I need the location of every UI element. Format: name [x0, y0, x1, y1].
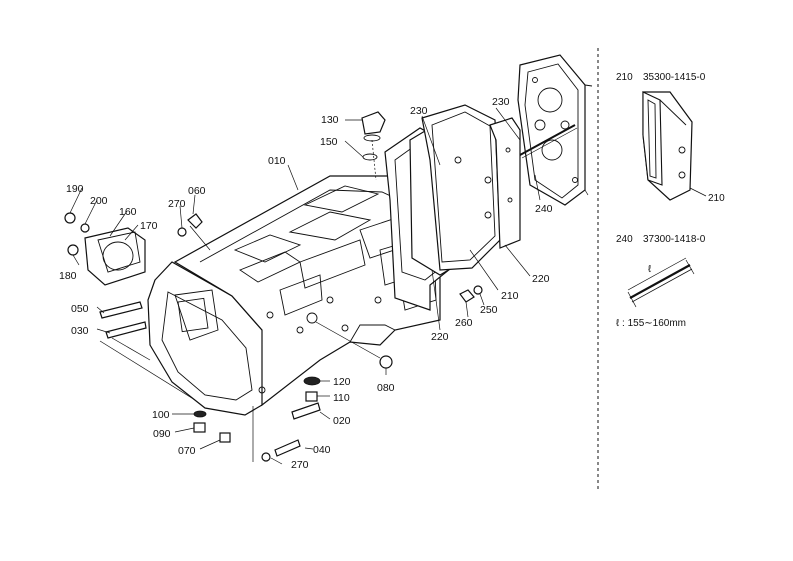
ref-240-label: 240: [616, 234, 633, 245]
nut-260: [459, 289, 475, 303]
rod-length-note: ℓ : 155∼160mm: [616, 318, 686, 329]
callout-110: 110: [333, 392, 350, 404]
callout-210-main: 210: [501, 290, 519, 302]
callout-230-right: 230: [492, 96, 510, 108]
callout-080: 080: [377, 382, 395, 394]
rod-240-illustration: ℓ: [627, 257, 695, 308]
callout-050: 050: [71, 303, 89, 315]
washer-250: [473, 285, 483, 295]
pto-cover: [84, 227, 146, 286]
callout-220-right: 220: [532, 273, 550, 285]
callout-200: 200: [90, 195, 108, 207]
callout-010: 010: [268, 155, 286, 167]
washer-100: [193, 410, 207, 418]
seal-120: [303, 376, 321, 386]
dowel-030: [105, 321, 147, 339]
callout-190: 190: [66, 183, 84, 195]
gasket-plates: [384, 104, 521, 311]
callout-160: 160: [119, 206, 137, 218]
callout-040: 040: [313, 444, 331, 456]
callout-230-left: 230: [410, 105, 428, 117]
pin-020: [291, 402, 321, 420]
bolt-040: [274, 439, 301, 457]
callout-060: 060: [188, 185, 206, 197]
ref-210-callout: 210: [708, 193, 725, 204]
ref-210-part-number: 35300-1415-0: [643, 72, 706, 83]
plug-070: [219, 432, 231, 443]
plug-090: [193, 422, 206, 433]
callout-090: 090: [153, 428, 171, 440]
plug-110: [305, 391, 318, 402]
plug-080: [379, 355, 393, 369]
callout-250: 250: [480, 304, 498, 316]
callout-170: 170: [140, 220, 158, 232]
transmission-case: [147, 175, 441, 416]
callout-150: 150: [320, 136, 338, 148]
callout-130: 130: [321, 114, 339, 126]
washer-270-top: [177, 227, 187, 237]
callout-100: 100: [152, 409, 170, 421]
callout-240: 240: [535, 203, 553, 215]
ref-240-part-number: 37300-1418-0: [643, 234, 706, 245]
callout-120: 120: [333, 376, 351, 388]
breather-cap: [361, 111, 386, 142]
callout-180: 180: [59, 270, 77, 282]
ref-210-label: 210: [616, 72, 633, 83]
rear-cover-plate: [517, 54, 593, 206]
callout-020: 020: [333, 415, 351, 427]
bolt-180: [67, 244, 79, 256]
callout-labels: 010 130 150 190 200 160 170 180 060 270 …: [59, 96, 553, 471]
reference-panel: 210 35300-1415-0 210 240 37300-1418-0 ℓ …: [616, 72, 725, 329]
callout-030: 030: [71, 325, 89, 337]
bolt-060: [187, 213, 203, 229]
plate-210-illustration: [642, 91, 707, 201]
washer-200: [80, 223, 90, 233]
callout-270-bottom: 270: [291, 459, 309, 471]
washer-270-bottom: [261, 452, 271, 462]
dimension-symbol: ℓ: [648, 264, 652, 275]
bolt-190: [64, 212, 76, 224]
callout-270-top: 270: [168, 198, 186, 210]
callout-220-left: 220: [431, 331, 449, 343]
o-ring: [362, 153, 378, 161]
stud-050: [99, 301, 143, 319]
callout-260: 260: [455, 317, 473, 329]
leader-lines: [69, 107, 589, 465]
callout-070: 070: [178, 445, 196, 457]
